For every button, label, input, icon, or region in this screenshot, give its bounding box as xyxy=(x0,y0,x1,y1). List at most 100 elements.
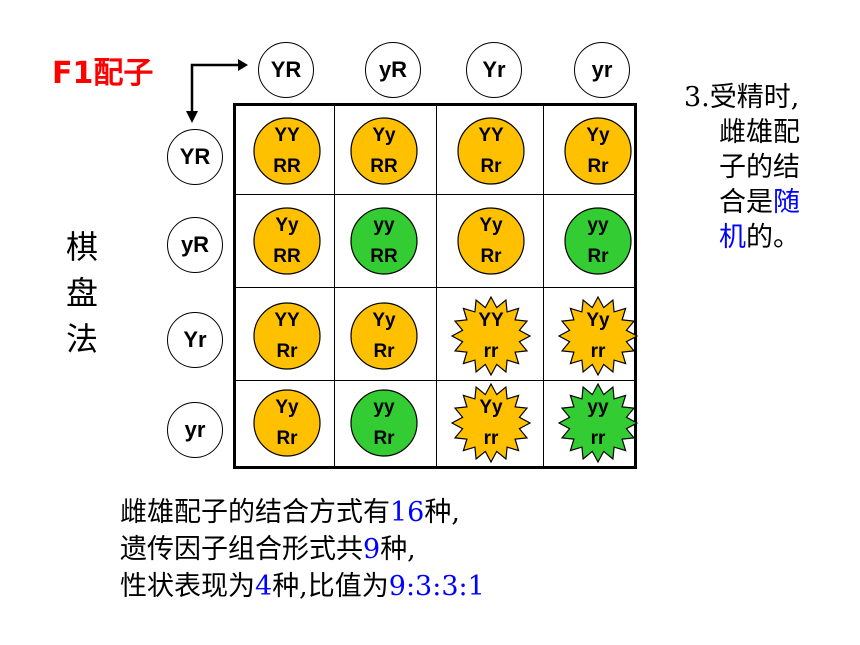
offspring-mark xyxy=(451,383,531,463)
genotype-shape-alleles: rr xyxy=(590,428,606,449)
summary-text-part: 种,比值为 xyxy=(272,571,389,602)
grid-line xyxy=(334,106,335,466)
genotype-shape-alleles: Rr xyxy=(373,341,395,362)
offspring-circle-shape xyxy=(253,389,321,457)
summary-line: 雌雄配子的结合方式有16种, xyxy=(120,494,485,531)
offspring-circle-shape xyxy=(350,207,418,275)
summary-line: 遗传因子组合形式共9种, xyxy=(120,531,485,568)
offspring-mark xyxy=(350,302,418,370)
offspring-mark xyxy=(457,207,525,275)
offspring-mark xyxy=(558,296,638,376)
f1-gamete-label: F1配子 xyxy=(52,56,154,91)
note-line: 合是随 xyxy=(684,185,800,220)
grid-line xyxy=(236,287,634,288)
note-line: 3.受精时, xyxy=(684,82,800,113)
offspring-circle-shape xyxy=(253,207,321,275)
genotype-shape-alleles: RR xyxy=(370,246,398,267)
genotype-color-alleles: yy xyxy=(373,215,395,236)
column-gamete: Yr xyxy=(466,42,522,98)
genotype-shape-alleles: RR xyxy=(273,246,301,267)
note-highlight: 机 xyxy=(719,222,746,253)
summary-number: 4 xyxy=(255,571,273,602)
offspring-circle-shape xyxy=(350,302,418,370)
offspring-mark xyxy=(253,302,321,370)
genotype-label: Yy rr xyxy=(451,383,531,463)
offspring-mark xyxy=(457,117,525,185)
offspring-cell: Yy rr xyxy=(451,383,531,463)
grid-line xyxy=(236,380,634,381)
genotype-color-alleles: yy xyxy=(587,215,609,236)
summary-text-part: 雌雄配子的结合方式有 xyxy=(120,497,390,528)
offspring-mark xyxy=(564,117,632,185)
genotype-shape-alleles: RR xyxy=(273,156,301,177)
genotype-color-alleles: Yy xyxy=(479,397,503,418)
genotype-shape-alleles: rr xyxy=(483,428,499,449)
genotype-shape-alleles: rr xyxy=(590,341,606,362)
genotype-color-alleles: Yy xyxy=(275,215,299,236)
fertilization-note: 3.受精时, 雌雄配 子的结 合是随 机的。 xyxy=(684,80,800,255)
note-line: 雌雄配 xyxy=(719,117,800,148)
offspring-mark xyxy=(451,296,531,376)
genotype-shape-alleles: RR xyxy=(370,156,398,177)
offspring-mark xyxy=(253,207,321,275)
genotype-shape-alleles: Rr xyxy=(373,428,395,449)
genotype-color-alleles: yy xyxy=(373,397,395,418)
offspring-circle-shape xyxy=(253,302,321,370)
arrows-icon xyxy=(186,59,248,123)
method-char: 法 xyxy=(66,320,99,358)
grid-line xyxy=(543,106,544,466)
genotype-color-alleles: YY xyxy=(478,310,504,331)
offspring-star-shape xyxy=(558,383,638,463)
offspring-cell: yy rr xyxy=(558,383,638,463)
offspring-star-shape xyxy=(558,296,638,376)
note-line: 机的。 xyxy=(684,220,800,255)
note-text: 的。 xyxy=(746,222,800,253)
punnett-grid xyxy=(233,103,637,469)
grid-line xyxy=(236,194,634,195)
genotype-shape-alleles: Rr xyxy=(587,246,609,267)
genotype-color-alleles: yy xyxy=(587,397,609,418)
genotype-label: Yy rr xyxy=(558,296,638,376)
offspring-mark xyxy=(350,207,418,275)
offspring-mark xyxy=(350,117,418,185)
genotype-color-alleles: Yy xyxy=(275,397,299,418)
genotype-color-alleles: Yy xyxy=(586,310,610,331)
column-gamete: yr xyxy=(574,42,630,98)
note-highlight: 随 xyxy=(773,187,800,218)
genotype-shape-alleles: Rr xyxy=(276,341,298,362)
offspring-circle-shape xyxy=(457,117,525,185)
genotype-color-alleles: YY xyxy=(478,125,504,146)
offspring-mark xyxy=(253,117,321,185)
summary-line: 性状表现为4种,比值为9:3:3:1 xyxy=(120,568,485,605)
offspring-circle-shape xyxy=(253,117,321,185)
genotype-shape-alleles: Rr xyxy=(587,156,609,177)
genotype-label: yy rr xyxy=(558,383,638,463)
offspring-star-shape xyxy=(451,383,531,463)
genotype-shape-alleles: rr xyxy=(483,341,499,362)
offspring-cell: YY rr xyxy=(451,296,531,376)
offspring-mark xyxy=(253,389,321,457)
offspring-circle-shape xyxy=(564,117,632,185)
summary-text-part: 种, xyxy=(380,534,416,565)
offspring-circle-shape xyxy=(350,389,418,457)
method-char: 棋 xyxy=(66,228,99,266)
summary-text: 雌雄配子的结合方式有16种, 遗传因子组合形式共9种, 性状表现为4种,比值为9… xyxy=(120,494,485,605)
column-gamete: YR xyxy=(258,42,314,98)
